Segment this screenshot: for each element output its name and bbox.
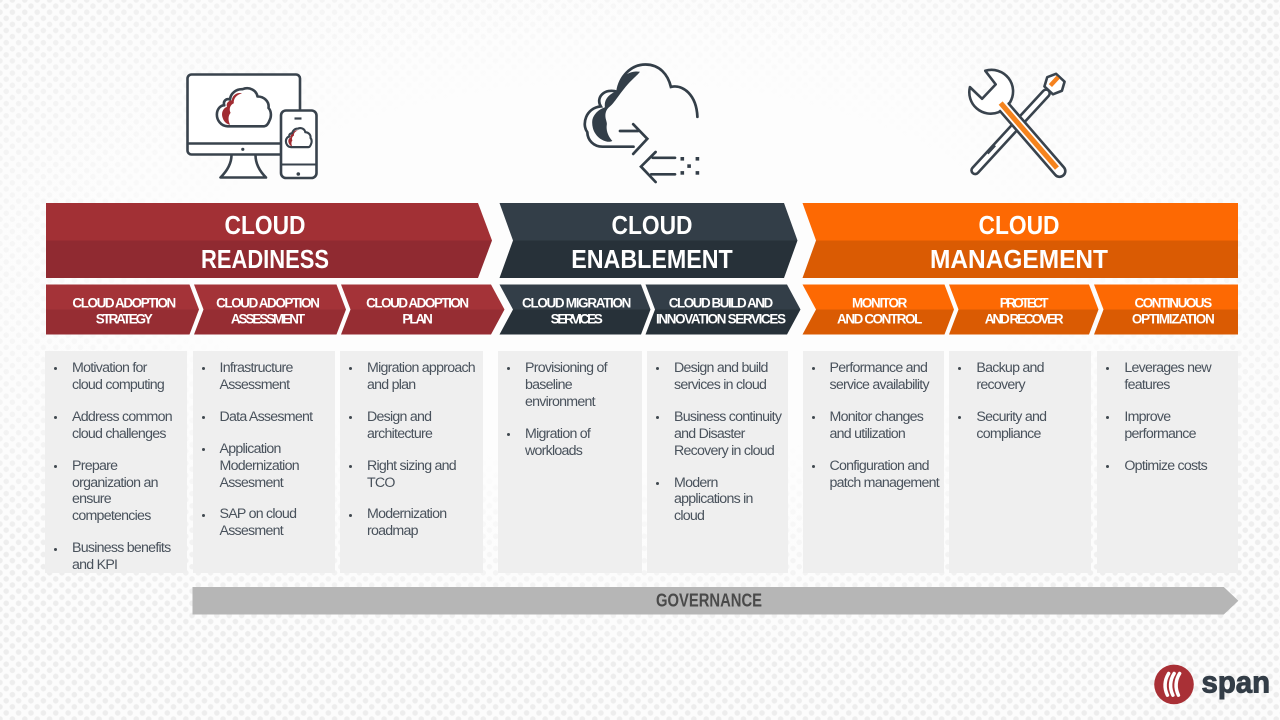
svg-text:INNOVATION SERVICES: INNOVATION SERVICES xyxy=(656,311,786,326)
svg-text:SERVICES: SERVICES xyxy=(551,311,603,326)
svg-text:CLOUD MIGRATION: CLOUD MIGRATION xyxy=(522,295,631,310)
svg-text:CLOUD: CLOUD xyxy=(979,210,1060,240)
svg-text:PROTECT: PROTECT xyxy=(1000,295,1050,310)
svg-text:CLOUD ADOPTION: CLOUD ADOPTION xyxy=(72,295,176,310)
svg-text:OPTIMIZATION: OPTIMIZATION xyxy=(1132,311,1215,326)
svg-text:CONTINUOUS: CONTINUOUS xyxy=(1134,295,1212,310)
svg-text:ENABLEMENT: ENABLEMENT xyxy=(571,244,733,274)
svg-text:STRATEGY: STRATEGY xyxy=(96,311,153,326)
svg-text:MONITOR: MONITOR xyxy=(852,295,908,310)
svg-text:MANAGEMENT: MANAGEMENT xyxy=(930,244,1108,274)
svg-text:CLOUD BUILD AND: CLOUD BUILD AND xyxy=(669,295,774,310)
svg-text:PLAN: PLAN xyxy=(402,311,432,326)
svg-text:CLOUD ADOPTION: CLOUD ADOPTION xyxy=(216,295,320,310)
svg-text:span: span xyxy=(1202,664,1271,699)
svg-text:CLOUD: CLOUD xyxy=(225,210,306,240)
svg-text:CLOUD: CLOUD xyxy=(612,210,693,240)
svg-text:CLOUD ADOPTION: CLOUD ADOPTION xyxy=(366,295,469,310)
svg-text:AND RECOVER: AND RECOVER xyxy=(985,311,1064,326)
svg-text:ASSESSMENT: ASSESSMENT xyxy=(231,311,306,326)
svg-text:READINESS: READINESS xyxy=(201,244,329,274)
svg-text:AND CONTROL: AND CONTROL xyxy=(837,311,922,326)
svg-text:GOVERNANCE: GOVERNANCE xyxy=(656,590,762,611)
